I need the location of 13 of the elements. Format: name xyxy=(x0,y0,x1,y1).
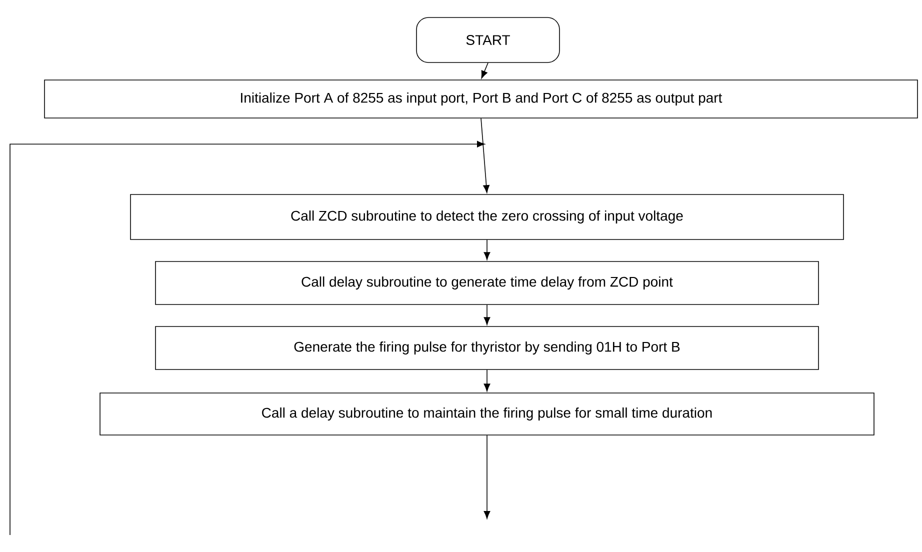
process-box: Generate the firing pulse for thyristor by sending 01H to Port B xyxy=(155,326,819,370)
arrow xyxy=(484,435,490,519)
arrow xyxy=(481,62,488,79)
arrow xyxy=(484,240,490,260)
process-box: Initialize Port A of 8255 as input port, Port B and Port C of 8255 as output part xyxy=(44,80,918,118)
arrow xyxy=(484,304,490,325)
arrow xyxy=(480,118,490,193)
arrow xyxy=(10,140,485,536)
process-box: Call ZCD subroutine to detect the zero crossing of input voltage xyxy=(130,194,844,240)
arrow xyxy=(484,370,490,392)
terminal-box: START xyxy=(416,17,560,63)
process-box: Call delay subroutine to generate time delay from ZCD point xyxy=(155,261,819,305)
process-box: Call a delay subroutine to maintain the firing pulse for small time duration xyxy=(100,392,874,436)
